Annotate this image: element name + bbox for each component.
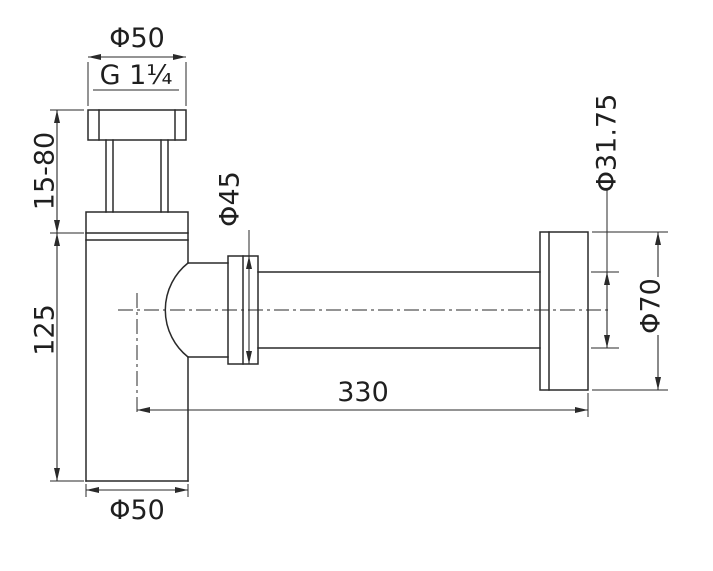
tailpiece-outline — [87, 109, 187, 213]
label-top-diameter: Φ50 — [109, 23, 165, 54]
label-wall-tube-diameter: Φ31.75 — [592, 94, 623, 193]
top-flange-shape — [87, 109, 187, 141]
label-wall-flange-diameter: Φ70 — [636, 278, 667, 334]
wall-flange-shape — [539, 231, 589, 391]
label-body-diameter: Φ50 — [109, 495, 165, 526]
centerlines — [118, 293, 612, 416]
dim-nut-diameter: Φ45 — [215, 171, 252, 364]
label-thread-size: G 1¼ — [100, 60, 173, 91]
dim-top-diameter: Φ50 — [87, 23, 187, 106]
dim-flange-diameter: Φ70 — [592, 231, 668, 391]
thread-callout: G 1¼ — [93, 60, 179, 91]
label-nut-diameter: Φ45 — [215, 171, 246, 227]
body-outline — [85, 211, 189, 482]
dim-tube-length: 330 — [137, 377, 589, 417]
dim-bottom-diameter: Φ50 — [85, 484, 189, 526]
dim-body-height: 125 — [30, 233, 84, 482]
wall-flange-outline — [539, 231, 589, 391]
label-tube-length: 330 — [337, 377, 389, 408]
tube-outline — [257, 271, 541, 349]
dim-tail-height-range: 15-80 — [30, 109, 84, 234]
dim-wall-tube-diameter: Φ31.75 — [591, 94, 623, 349]
body-top-flange-shape — [85, 211, 189, 234]
label-body-height: 125 — [30, 304, 61, 356]
label-tail-height-range: 15-80 — [30, 132, 61, 210]
